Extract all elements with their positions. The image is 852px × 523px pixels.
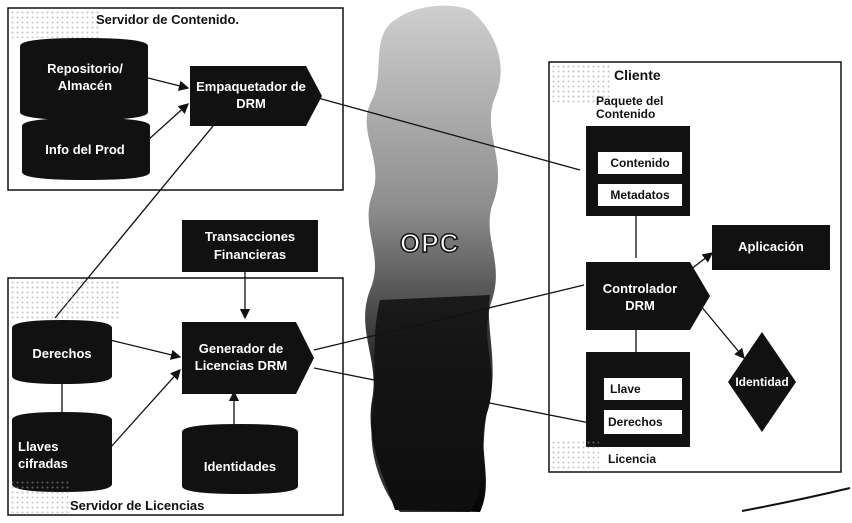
texture [551, 440, 599, 470]
license-title: Licencia [608, 452, 656, 466]
rights-db-label: Derechos [14, 345, 110, 362]
identities-db-label: Identidades [186, 458, 294, 475]
content-server-title: Servidor de Contenido. [96, 12, 239, 27]
texture [10, 10, 100, 38]
encrypted-keys-label: Llaves cifradas [18, 438, 78, 472]
key-item: Llave [606, 382, 684, 396]
product-info-label: Info del Prod [26, 141, 144, 158]
repository-label: Repositorio/ Almacén [26, 60, 144, 94]
metadata-item: Metadatos [600, 188, 680, 202]
drm-controller-label: Controlador DRM [590, 280, 690, 314]
license-generator-label: Generador de Licencias DRM [186, 340, 296, 374]
financial-transactions-label: Transacciones Financieras [186, 228, 314, 264]
network-label: OPC [400, 228, 459, 259]
content-package-title: Paquete del Contenido [596, 95, 684, 121]
texture [10, 480, 70, 513]
identity-label: Identidad [722, 374, 802, 391]
texture [10, 280, 120, 320]
application-label: Aplicación [712, 238, 830, 255]
content-item: Contenido [600, 156, 680, 170]
drm-packager-label: Empaquetador de DRM [192, 78, 310, 112]
client-title: Cliente [614, 67, 661, 83]
license-server-title: Servidor de Licencias [70, 498, 204, 513]
swoosh-decoration [742, 488, 850, 511]
rights-item: Derechos [606, 415, 682, 429]
